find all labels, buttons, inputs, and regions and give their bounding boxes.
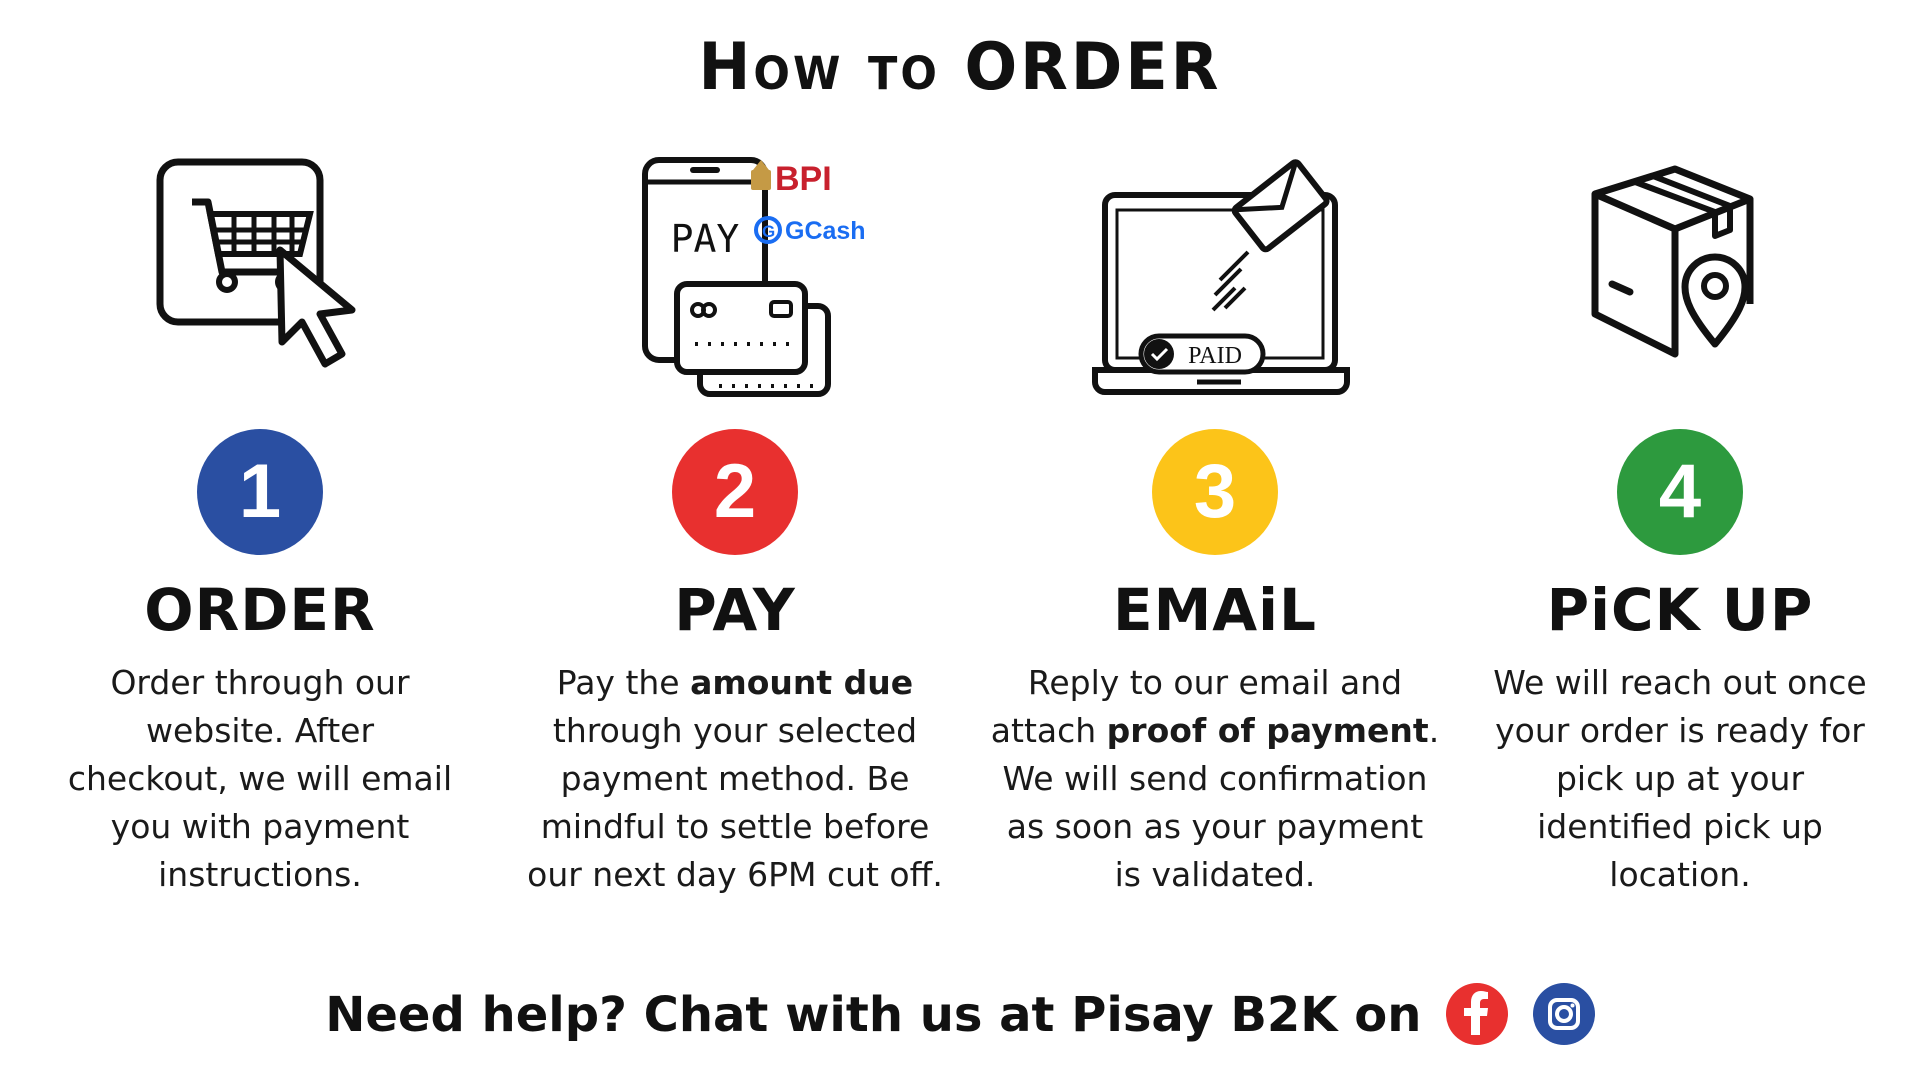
step-description: Order through our website. After checkou… [67, 663, 453, 894]
phone-screen-pay-text: PAY [671, 217, 740, 261]
footer-text: Need help? Chat with us at Pisay B2K on [325, 987, 1422, 1043]
instagram-icon[interactable] [1532, 983, 1595, 1045]
step-description: We will reach out once your order is rea… [1493, 663, 1867, 894]
step-order: 1 ORDER Order through our website. After… [30, 140, 490, 899]
step-number-badge: 1 [197, 429, 323, 555]
footer-help: Need help? Chat with us at Pisay B2K on [0, 975, 1920, 1055]
phone-card-icon: PAY BPI G GCash [505, 140, 965, 410]
step-description: Pay the amount due through your selected… [525, 659, 945, 899]
bank-label: BPI [775, 160, 832, 198]
step-title: PAY [674, 576, 796, 644]
step-pay: PAY BPI G GCash 2 PAY Pay the amount due… [505, 140, 965, 899]
step-pick-up: 4 PiCK UP We will reach out once your or… [1450, 140, 1910, 899]
step-title: PiCK UP [1546, 576, 1814, 644]
page-title: How to ORDER [698, 28, 1222, 105]
paid-label: PAID [1188, 343, 1242, 369]
step-email: PAID 3 EMAiL Reply to our email and atta… [985, 140, 1445, 899]
desc-bold: proof of payment [1106, 711, 1429, 750]
desc-text: through your selected payment method. Be… [527, 711, 943, 894]
step-description: Reply to our email and attach proof of p… [990, 659, 1440, 899]
bank-logo: BPI [751, 160, 832, 198]
step-number-badge: 2 [672, 429, 798, 555]
desc-bold: amount due [690, 663, 914, 702]
laptop-email-icon: PAID [985, 140, 1445, 410]
desc-text: Pay the [556, 663, 691, 702]
facebook-icon[interactable] [1446, 983, 1509, 1045]
cart-cursor-icon [30, 140, 490, 410]
desc-text: . We will send confirmation as soon as y… [1002, 711, 1440, 894]
desc-text: Reply to our email and attach [990, 663, 1403, 750]
box-location-icon [1450, 140, 1910, 410]
wallet-label: GCash [785, 217, 866, 245]
svg-text:G: G [762, 222, 775, 241]
step-number-badge: 4 [1617, 429, 1743, 555]
step-title: ORDER [144, 576, 376, 644]
step-title: EMAiL [1112, 576, 1318, 644]
gcash-logo: G GCash [754, 216, 866, 245]
step-number-badge: 3 [1152, 429, 1278, 555]
